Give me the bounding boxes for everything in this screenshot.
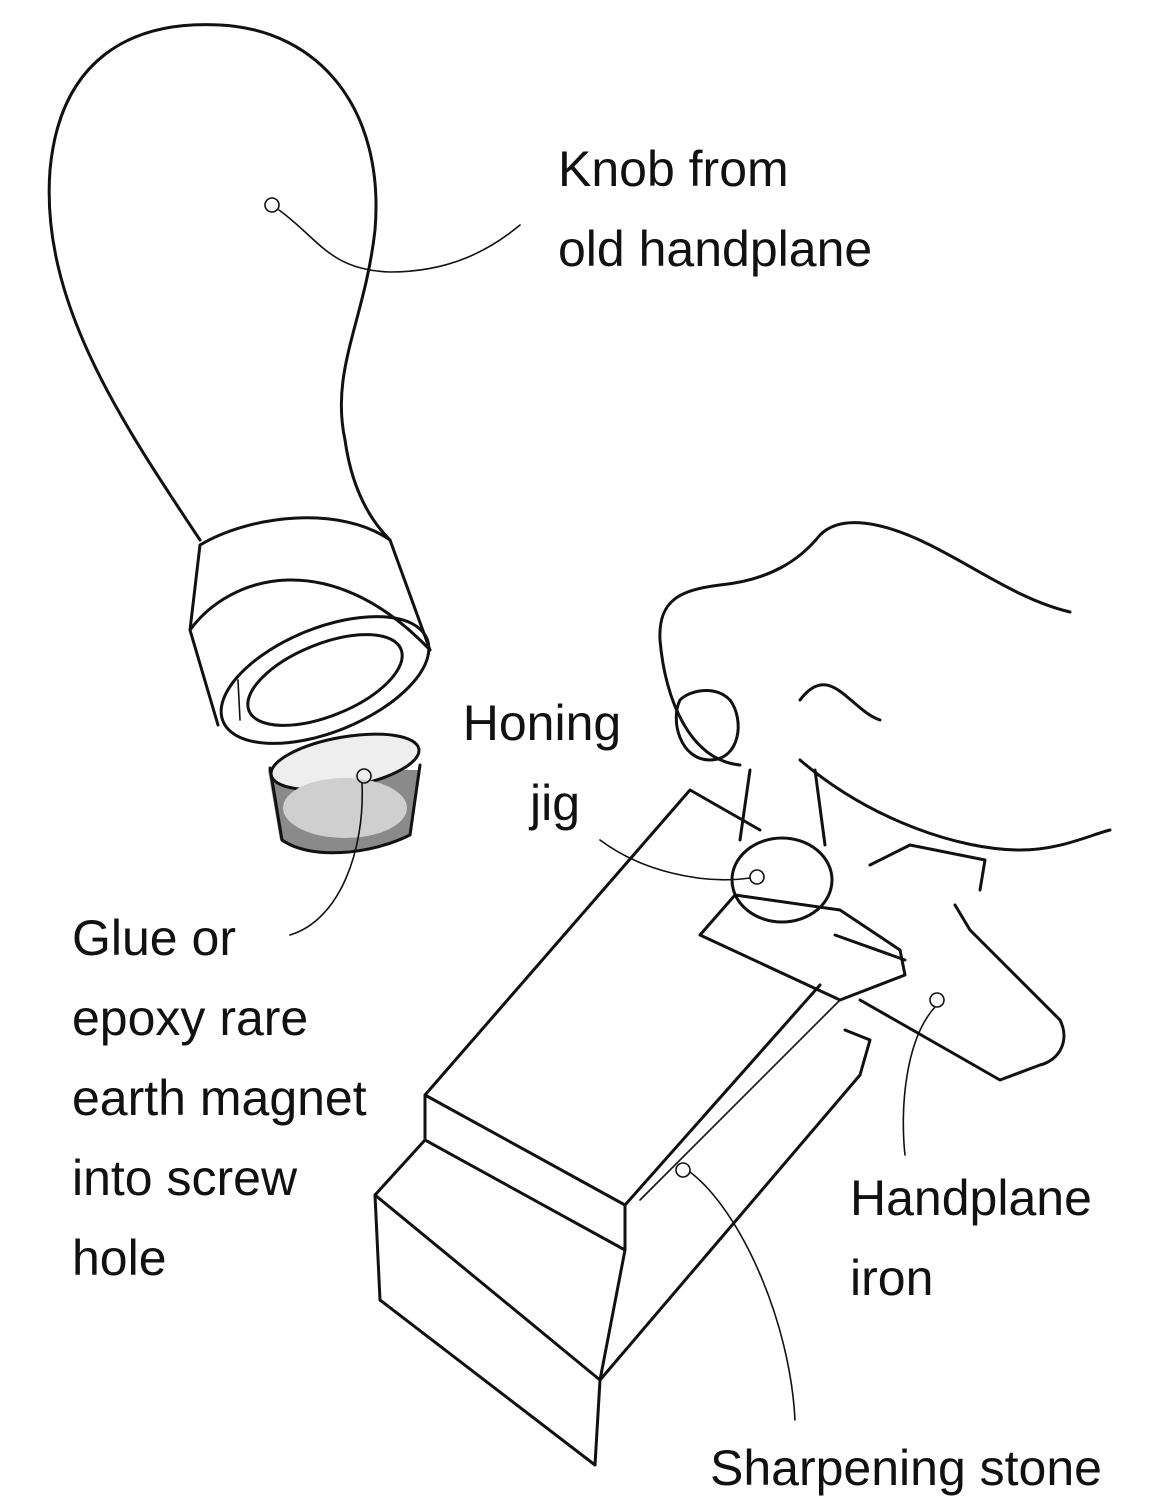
label-iron-1: Handplane (850, 1170, 1092, 1226)
handplane-iron (843, 992, 945, 1156)
label-magnet-4: into screw (72, 1150, 298, 1206)
sharpening-stone (373, 788, 862, 1467)
label-stone: Sharpening stone (710, 1440, 1102, 1496)
label-jig-2: jig (528, 775, 580, 831)
label-magnet-5: hole (72, 1230, 167, 1286)
label-knob-2: old handplane (558, 221, 872, 277)
label-jig-1: Honing (463, 695, 621, 751)
label-magnet-3: earth magnet (72, 1070, 367, 1126)
magnet (268, 732, 422, 936)
label-magnet-1: Glue or (72, 910, 236, 966)
label-knob-1: Knob from (558, 141, 789, 197)
hand (658, 521, 1112, 852)
knob (47, 23, 521, 745)
label-iron-2: iron (850, 1250, 933, 1306)
label-magnet-2: epoxy rare (72, 990, 308, 1046)
honing-jig (599, 768, 1066, 1082)
